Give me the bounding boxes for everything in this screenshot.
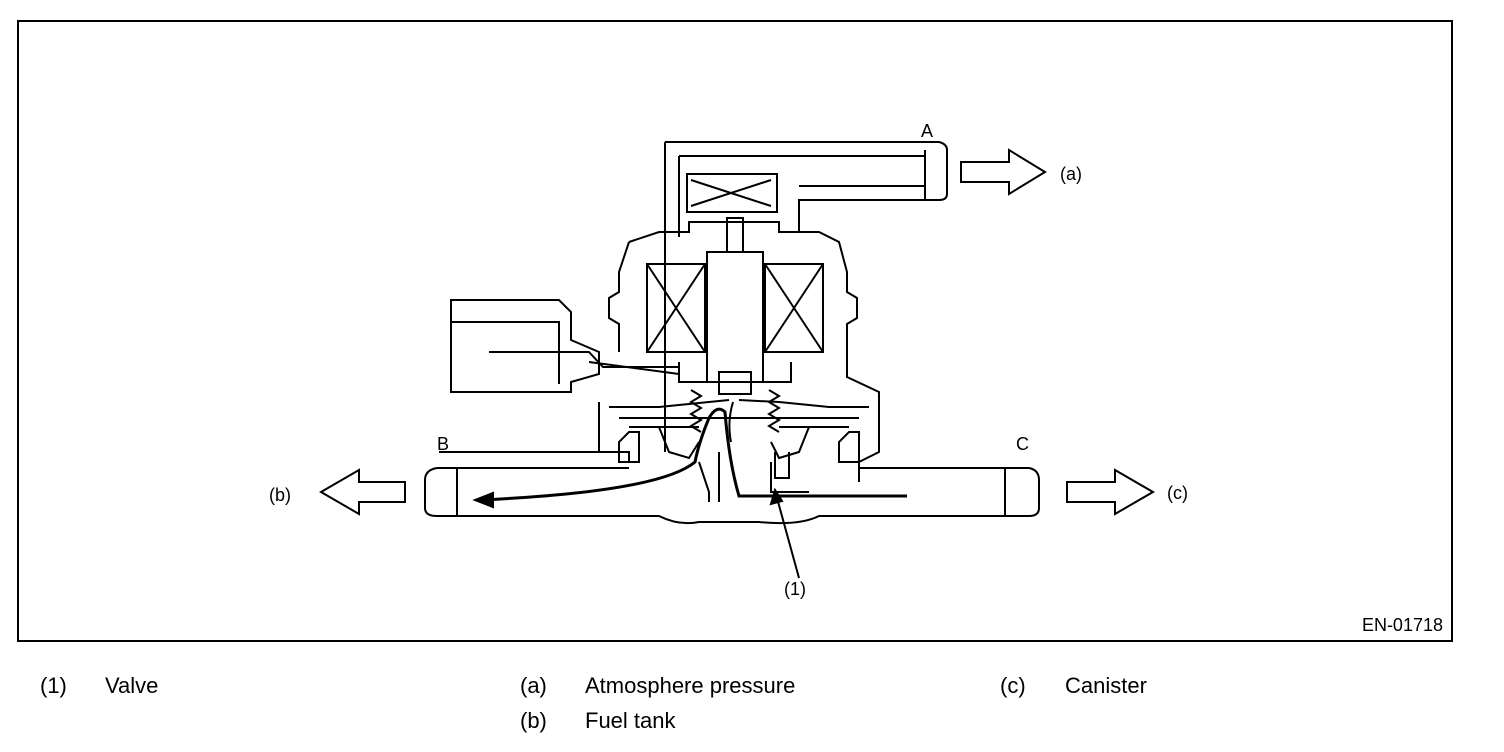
legend-text-canister: Canister bbox=[1065, 673, 1147, 698]
diaphragm bbox=[609, 399, 869, 408]
legend-text-atmosphere: Atmosphere pressure bbox=[585, 673, 796, 698]
arrow-a bbox=[960, 148, 1047, 196]
upper-coil-cap bbox=[686, 173, 778, 213]
valve-body bbox=[628, 221, 880, 482]
port-label-a: A bbox=[921, 121, 934, 141]
arrow-c bbox=[1066, 468, 1155, 516]
legend-key-a: (a) bbox=[520, 673, 547, 698]
port-label-c: C bbox=[1016, 434, 1029, 454]
spring-right bbox=[767, 389, 781, 433]
legend-key-b: (b) bbox=[520, 708, 547, 733]
arrow-b bbox=[319, 468, 406, 516]
callout-leader bbox=[776, 497, 800, 579]
callout-label-1: (1) bbox=[784, 579, 806, 599]
legend-text-fuel-tank: Fuel tank bbox=[585, 708, 676, 733]
spring-left bbox=[689, 389, 703, 433]
arrow-label-a: (a) bbox=[1060, 164, 1082, 184]
valve bbox=[774, 452, 790, 479]
plunger bbox=[706, 251, 764, 383]
outlet-pipe-a bbox=[664, 141, 948, 452]
coil-right bbox=[764, 263, 824, 353]
legend-key-1: (1) bbox=[40, 673, 67, 698]
pipe-bc bbox=[424, 467, 1040, 525]
port-label-b: B bbox=[437, 434, 450, 454]
arrow-label-c: (c) bbox=[1167, 483, 1188, 503]
diagram-frame: A B C (a) (b) (c) (1) EN-01718 bbox=[17, 20, 1453, 642]
connector bbox=[450, 299, 600, 393]
figure-code: EN-01718 bbox=[1361, 615, 1443, 635]
legend-key-c: (c) bbox=[1000, 673, 1026, 698]
arrow-label-b: (b) bbox=[269, 485, 291, 505]
flow-path bbox=[478, 407, 907, 502]
valve-cross-section bbox=[319, 141, 1155, 579]
coil-left bbox=[646, 263, 706, 353]
legend-text-valve: Valve bbox=[105, 673, 159, 698]
